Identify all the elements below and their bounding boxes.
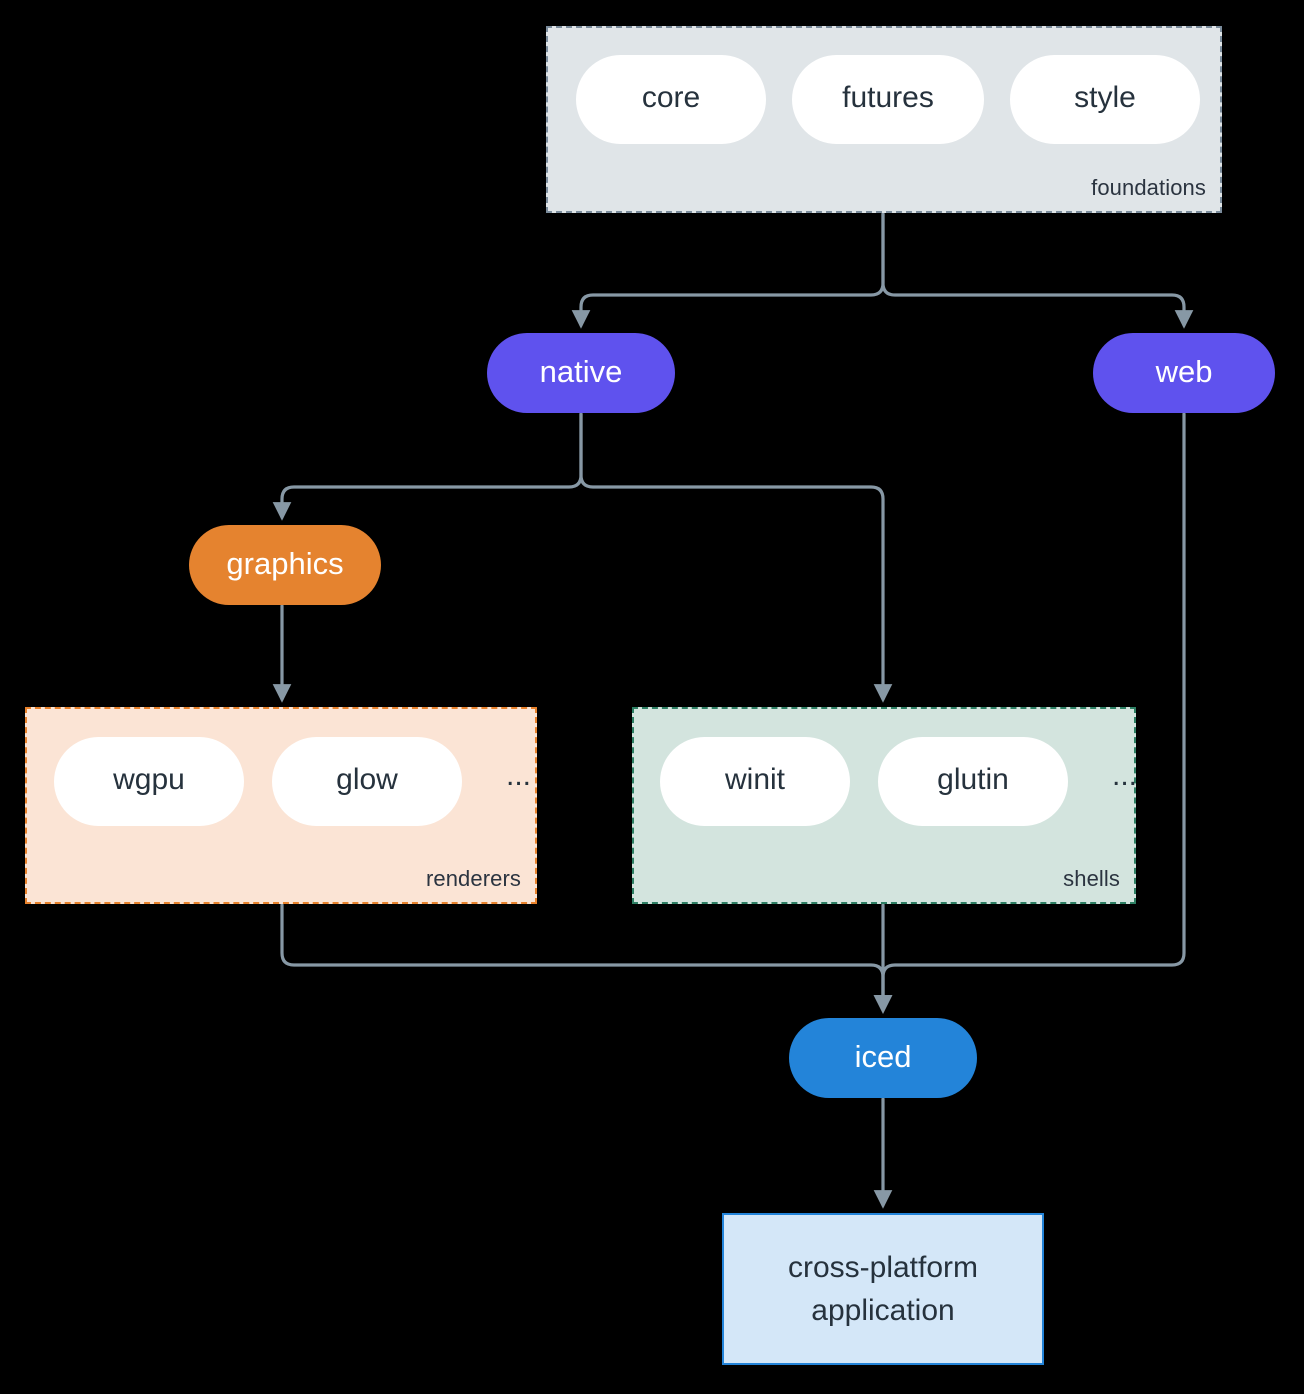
- node-futures[interactable]: futures: [792, 55, 984, 144]
- node-web[interactable]: web: [1093, 333, 1275, 413]
- node-native[interactable]: native: [487, 333, 675, 413]
- cluster-renderers-items: wgpu glow ...: [54, 737, 531, 826]
- cluster-foundations-label: foundations: [1091, 175, 1206, 200]
- application-line-2: application: [811, 1294, 955, 1327]
- application-line-1: cross-platform: [787, 1250, 979, 1284]
- cluster-shells-label: shells: [1063, 866, 1120, 891]
- renderers-ellipsis: ...: [506, 758, 532, 792]
- edge-foundations-web: [881, 212, 1194, 329]
- cluster-foundations[interactable]: core futures style foundations: [546, 26, 1222, 213]
- cluster-renderers-label: renderers: [425, 866, 521, 891]
- edge-foundations-native: [571, 212, 885, 329]
- cluster-shells[interactable]: winit glutin ... shells: [632, 707, 1137, 904]
- shells-ellipsis: ...: [1112, 758, 1138, 792]
- node-cross-platform-application[interactable]: cross-platform application: [722, 1213, 1044, 1365]
- edge-native-graphics: [272, 412, 583, 521]
- node-winit[interactable]: winit: [660, 737, 850, 826]
- cluster-foundations-items: core futures style: [576, 55, 1200, 144]
- node-core[interactable]: core: [576, 55, 766, 144]
- cluster-shells-items: winit glutin ...: [660, 737, 1137, 826]
- node-graphics[interactable]: graphics: [189, 525, 381, 605]
- node-glow[interactable]: glow: [272, 737, 462, 826]
- edge-renderers-iced: [280, 903, 893, 1014]
- node-iced[interactable]: iced: [789, 1018, 977, 1098]
- edge-native-shells: [579, 412, 893, 703]
- node-style[interactable]: style: [1010, 55, 1200, 144]
- node-glutin[interactable]: glutin: [878, 737, 1068, 826]
- cluster-renderers[interactable]: wgpu glow ... renderers: [25, 707, 537, 904]
- node-wgpu[interactable]: wgpu: [54, 737, 244, 826]
